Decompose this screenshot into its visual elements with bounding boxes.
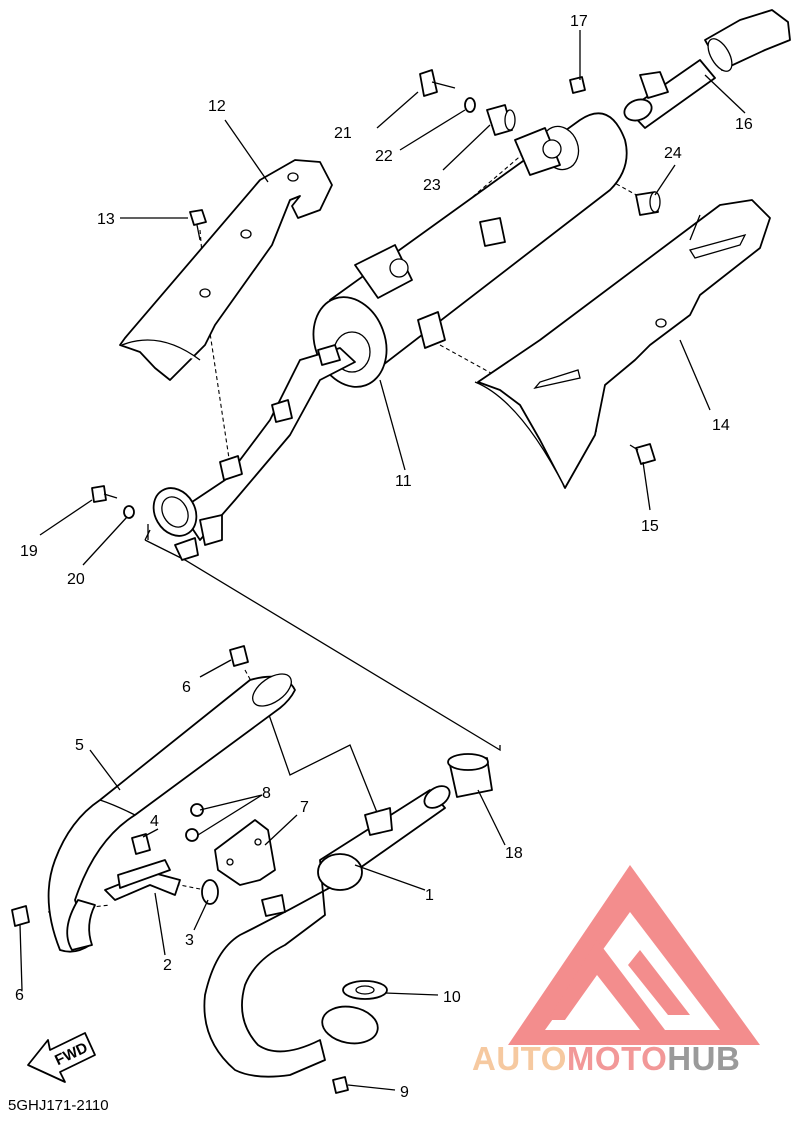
- nut-3: [201, 879, 219, 905]
- gasket-10: [342, 980, 388, 1000]
- part-label-10: 10: [443, 989, 461, 1006]
- bolt-4: [131, 833, 151, 855]
- watermark-moto: MOTO: [567, 1040, 667, 1077]
- bolt-19: [91, 485, 118, 503]
- part-label-7: 7: [300, 799, 309, 816]
- bolt-6-lower: [11, 905, 30, 927]
- part-label-22: 22: [375, 148, 393, 165]
- part-label-4: 4: [150, 813, 159, 830]
- clamp-2: [104, 859, 181, 901]
- bolt-13: [189, 209, 207, 241]
- front-header-pipe-5: [47, 673, 296, 953]
- bolt-8-b: [185, 828, 199, 842]
- exhaust-pipe-1: [203, 785, 451, 1078]
- part-label-17: 17: [570, 13, 588, 30]
- part-label-3: 3: [185, 932, 194, 949]
- spacer-18: [447, 753, 493, 798]
- washer-22: [464, 97, 476, 113]
- part-label-19: 19: [20, 543, 38, 560]
- part-label-6-lower: 6: [15, 987, 24, 1004]
- part-label-12: 12: [208, 98, 226, 115]
- leader-lines: [19, 30, 746, 1091]
- part-label-9: 9: [400, 1084, 409, 1101]
- part-number-labels: 1 2 3 4 5 6 6 7 8 9 10 11 12 13 14 15 16…: [15, 13, 753, 1101]
- bolt-8-a: [190, 803, 204, 817]
- bolt-6-upper: [229, 645, 249, 667]
- heat-protector-12: [119, 159, 333, 381]
- bracket-7: [214, 819, 276, 886]
- part-label-24: 24: [664, 145, 682, 162]
- tailpipe-16: [623, 9, 791, 129]
- part-label-15: 15: [641, 518, 659, 535]
- watermark-triangle: [508, 865, 760, 1045]
- fasteners: [11, 69, 661, 1094]
- part-label-16: 16: [735, 116, 753, 133]
- part-label-5: 5: [75, 737, 84, 754]
- bolt-21: [419, 69, 456, 97]
- watermark-auto: AUTO: [472, 1040, 567, 1077]
- collar-24: [635, 191, 661, 216]
- heat-protector-14: [474, 199, 771, 489]
- part-label-18: 18: [505, 845, 523, 862]
- svg-text:AUTOMOTOHUB: AUTOMOTOHUB: [472, 1040, 740, 1077]
- nut-9: [332, 1076, 349, 1094]
- grommet-23: [486, 104, 516, 136]
- part-label-14: 14: [712, 417, 730, 434]
- bolt-17: [569, 76, 586, 94]
- watermark-hub: HUB: [667, 1040, 740, 1077]
- part-label-20: 20: [67, 571, 85, 588]
- forward-direction-arrow: FWD: [27, 1032, 96, 1083]
- part-label-11: 11: [395, 473, 412, 490]
- part-label-23: 23: [423, 177, 441, 194]
- part-label-13: 13: [97, 211, 115, 228]
- muffler-11: [152, 112, 628, 561]
- part-label-6-upper: 6: [182, 679, 191, 696]
- washer-20: [123, 505, 135, 519]
- bolt-15: [629, 443, 656, 465]
- part-label-8: 8: [262, 785, 271, 802]
- part-label-1: 1: [425, 887, 434, 904]
- part-label-21: 21: [334, 125, 352, 142]
- part-label-2: 2: [163, 957, 172, 974]
- automotohub-watermark-logo: AUTOMOTOHUB: [472, 865, 760, 1077]
- diagram-code: 5GHJ171-2110: [8, 1097, 109, 1114]
